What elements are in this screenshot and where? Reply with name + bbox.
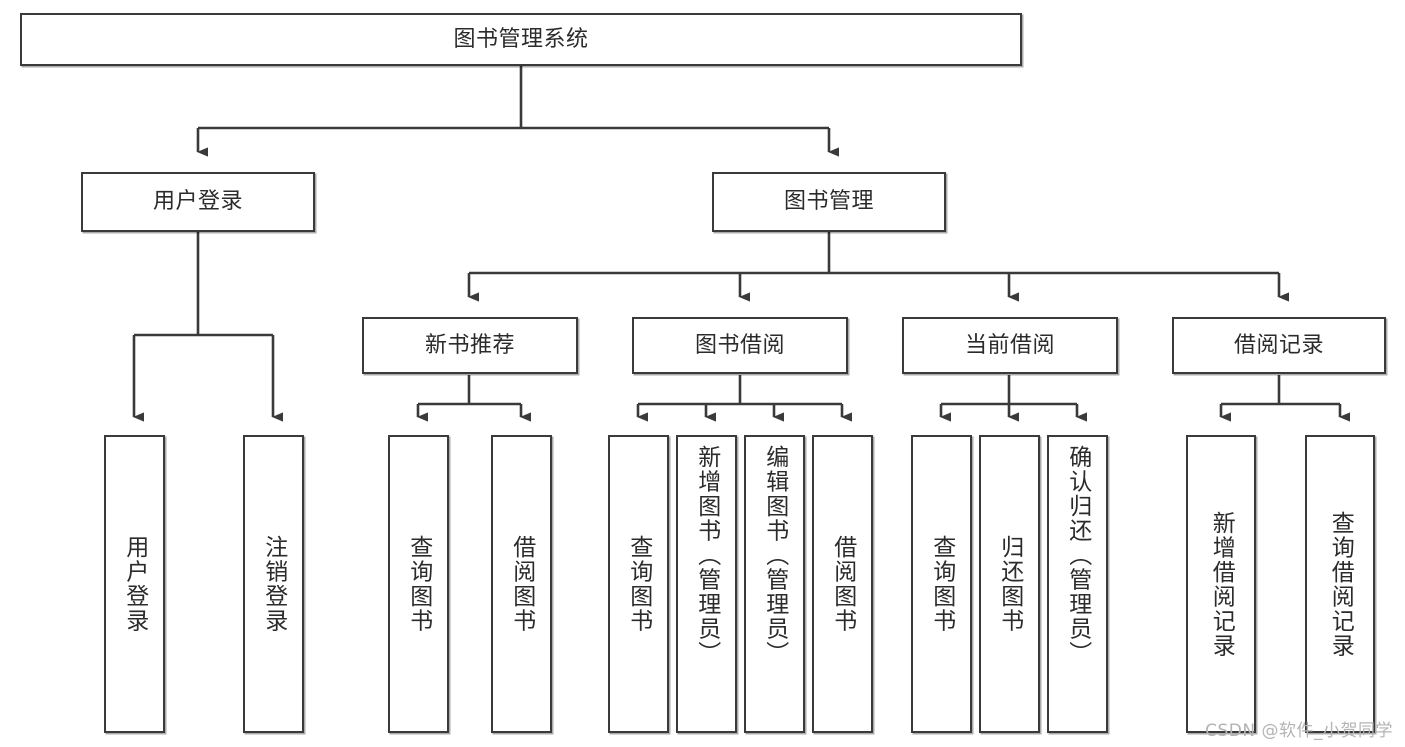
node-leaf-edit-book-label: 编辑图书（管理员）	[761, 445, 788, 666]
node-book-manage[interactable]: 图书管理	[712, 172, 946, 232]
node-leaf-add-record-label: 新增借阅记录	[1208, 510, 1235, 658]
node-new-book-recommend-label: 新书推荐	[424, 332, 515, 358]
node-new-book-recommend[interactable]: 新书推荐	[362, 317, 578, 374]
node-user-login-label: 用户登录	[152, 189, 243, 215]
node-leaf-borrow-book-1-label: 借阅图书	[508, 535, 535, 633]
node-leaf-borrow-book-2-label: 借阅图书	[829, 535, 856, 633]
node-leaf-query-book-3[interactable]: 查询图书	[911, 435, 972, 733]
node-root[interactable]: 图书管理系统	[20, 13, 1022, 66]
csdn-watermark: CSDN @软件_小贺同学	[1205, 721, 1393, 741]
node-leaf-edit-book[interactable]: 编辑图书（管理员）	[744, 435, 805, 733]
node-root-label: 图书管理系统	[453, 26, 589, 52]
node-leaf-query-book-2[interactable]: 查询图书	[608, 435, 669, 733]
node-leaf-add-record[interactable]: 新增借阅记录	[1186, 435, 1256, 733]
node-leaf-query-book-1[interactable]: 查询图书	[388, 435, 449, 733]
node-user-login[interactable]: 用户登录	[81, 172, 315, 232]
node-leaf-add-book-label: 新增图书（管理员）	[693, 445, 720, 666]
node-leaf-borrow-book-1[interactable]: 借阅图书	[491, 435, 552, 733]
node-leaf-return-book-label: 归还图书	[996, 535, 1023, 633]
node-leaf-borrow-book-2[interactable]: 借阅图书	[812, 435, 873, 733]
node-book-manage-label: 图书管理	[783, 189, 874, 215]
node-leaf-query-record[interactable]: 查询借阅记录	[1305, 435, 1375, 733]
node-leaf-add-book[interactable]: 新增图书（管理员）	[676, 435, 737, 733]
node-current-borrow[interactable]: 当前借阅	[902, 317, 1118, 374]
node-borrow-record[interactable]: 借阅记录	[1172, 317, 1386, 374]
node-leaf-return-book[interactable]: 归还图书	[979, 435, 1040, 733]
node-leaf-confirm-return-label: 确认归还（管理员）	[1064, 445, 1091, 666]
node-leaf-user-login[interactable]: 用户登录	[104, 435, 165, 733]
node-leaf-confirm-return[interactable]: 确认归还（管理员）	[1047, 435, 1108, 733]
node-current-borrow-label: 当前借阅	[964, 332, 1055, 358]
node-book-borrow-label: 图书借阅	[694, 332, 785, 358]
node-leaf-logout-login[interactable]: 注销登录	[243, 435, 304, 733]
node-leaf-user-login-label: 用户登录	[121, 535, 148, 633]
node-book-borrow[interactable]: 图书借阅	[632, 317, 848, 374]
node-leaf-logout-login-label: 注销登录	[260, 535, 287, 633]
node-borrow-record-label: 借阅记录	[1233, 332, 1324, 358]
node-leaf-query-record-label: 查询借阅记录	[1327, 510, 1354, 658]
node-leaf-query-book-3-label: 查询图书	[928, 535, 955, 633]
node-leaf-query-book-1-label: 查询图书	[405, 535, 432, 633]
node-leaf-query-book-2-label: 查询图书	[625, 535, 652, 633]
